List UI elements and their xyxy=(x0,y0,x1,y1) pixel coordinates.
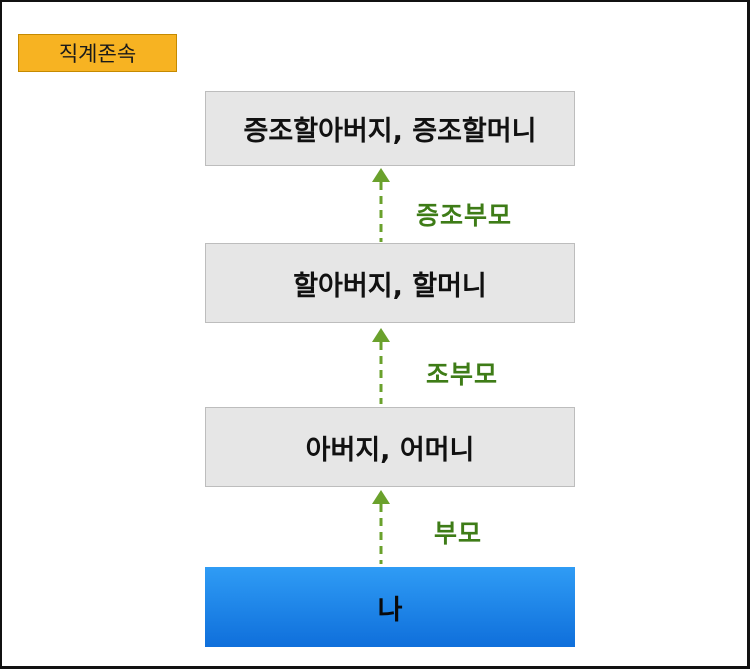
generation-label: 할아버지, 할머니 xyxy=(293,270,487,302)
arrow-up-icon xyxy=(372,328,390,404)
generation-box-great-grandparents: 증조할아버지, 증조할머니 xyxy=(205,91,575,166)
diagram-title: 직계존속 xyxy=(58,42,137,66)
dashed-up-arrow xyxy=(370,328,392,404)
dashed-up-arrow xyxy=(370,490,392,564)
arrow-up-icon xyxy=(372,490,390,564)
relation-label-parents: 부모 xyxy=(434,519,483,548)
relation-label-grandparents: 조부모 xyxy=(426,360,499,389)
generation-box-parents: 아버지, 어머니 xyxy=(205,407,575,487)
generation-label: 증조할아버지, 증조할머니 xyxy=(243,116,537,147)
diagram-title-tag: 직계존속 xyxy=(18,34,177,72)
generation-box-self: 나 xyxy=(205,567,575,647)
dashed-up-arrow xyxy=(370,168,392,242)
arrow-up-icon xyxy=(372,168,390,242)
relation-label-great-grandparents: 증조부모 xyxy=(416,201,513,230)
generation-label: 나 xyxy=(377,594,403,626)
generation-box-grandparents: 할아버지, 할머니 xyxy=(205,243,575,323)
generation-label: 아버지, 어머니 xyxy=(305,434,475,466)
